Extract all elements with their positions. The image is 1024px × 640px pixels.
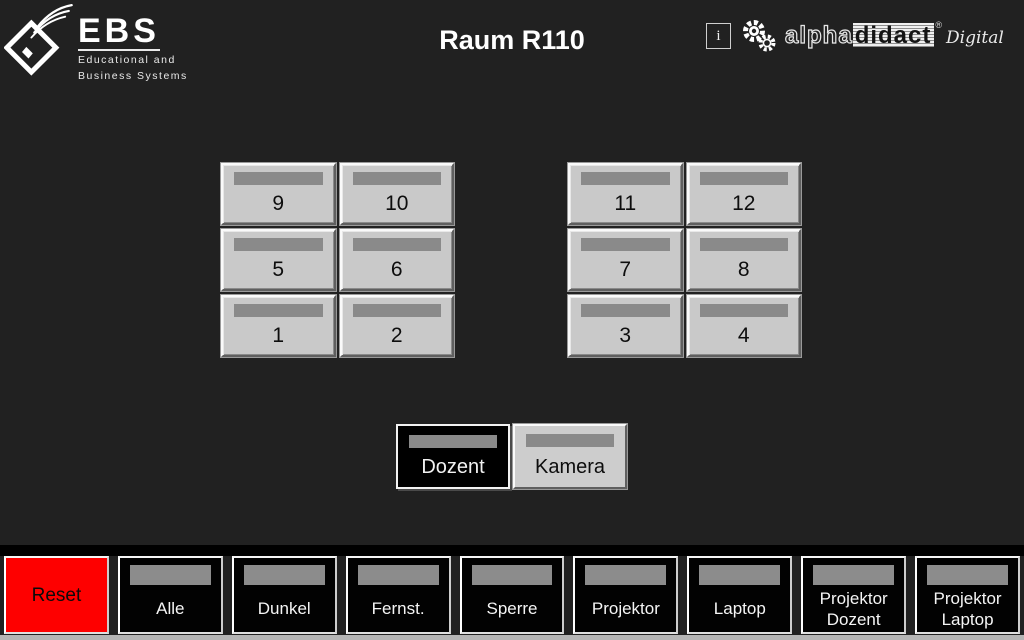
reset-button[interactable]: Reset bbox=[4, 556, 109, 634]
ebs-subtitle-line2: Business Systems bbox=[78, 70, 188, 82]
bottom-button-label: Sperre bbox=[486, 599, 538, 618]
seat-label: 8 bbox=[737, 258, 750, 281]
bottom-bar-top-band bbox=[0, 545, 1024, 556]
seat-label: 12 bbox=[732, 192, 756, 215]
seat-grid-right: 11 12 7 8 3 4 bbox=[568, 163, 801, 357]
indicator-bar bbox=[234, 172, 323, 185]
indicator-bar bbox=[471, 565, 553, 585]
indicator-bar bbox=[243, 565, 325, 585]
bottom-button-projektor-laptop[interactable]: Projektor Laptop bbox=[915, 556, 1021, 634]
indicator-bar bbox=[585, 565, 667, 585]
bottom-button-projektor[interactable]: Projektor bbox=[573, 556, 679, 634]
seat-label: 2 bbox=[390, 324, 403, 347]
dozent-label: Dozent bbox=[421, 456, 485, 478]
indicator-bar bbox=[357, 565, 439, 585]
dozent-button[interactable]: Dozent bbox=[396, 424, 510, 489]
ebs-wordmark: EBS bbox=[78, 12, 160, 51]
indicator-bar bbox=[699, 172, 788, 185]
settings-gears-icon[interactable] bbox=[739, 18, 779, 54]
indicator-bar bbox=[699, 238, 788, 251]
bottom-button-label: Projektor bbox=[591, 599, 660, 618]
seat-label: 4 bbox=[737, 324, 750, 347]
ebs-subtitle-line1: Educational and bbox=[78, 54, 176, 66]
kamera-label: Kamera bbox=[534, 455, 606, 478]
indicator-bar bbox=[927, 565, 1009, 585]
seat-button-4[interactable]: 4 bbox=[686, 295, 801, 357]
bottom-button-laptop[interactable]: Laptop bbox=[687, 556, 793, 634]
seat-label: 6 bbox=[390, 258, 403, 281]
indicator-bar bbox=[409, 435, 497, 448]
indicator-bar bbox=[234, 304, 323, 317]
kamera-button[interactable]: Kamera bbox=[513, 424, 627, 489]
seat-button-7[interactable]: 7 bbox=[568, 229, 683, 291]
alphadidact-didact: didact bbox=[852, 23, 935, 48]
bottom-bar-base bbox=[0, 635, 1024, 640]
bottom-button-label: Laptop bbox=[713, 599, 766, 618]
indicator-bar bbox=[581, 172, 670, 185]
bottom-button-label: Projektor Laptop bbox=[933, 588, 1002, 629]
registered-mark: ® bbox=[935, 20, 943, 30]
seat-button-6[interactable]: 6 bbox=[339, 229, 454, 291]
seat-button-3[interactable]: 3 bbox=[568, 295, 683, 357]
indicator-bar bbox=[352, 172, 441, 185]
indicator-bar bbox=[352, 304, 441, 317]
seat-button-8[interactable]: 8 bbox=[686, 229, 801, 291]
seat-label: 1 bbox=[272, 324, 285, 347]
seat-label: 10 bbox=[385, 192, 409, 215]
seat-grid-left: 9 10 5 6 1 2 bbox=[221, 163, 454, 357]
alphadidact-digital: Digital bbox=[946, 28, 1004, 48]
alphadidact-alpha: alpha bbox=[784, 21, 853, 49]
indicator-bar bbox=[581, 238, 670, 251]
bottom-bar: Reset Alle Dunkel Fernst. Sperre Projekt… bbox=[0, 556, 1024, 634]
indicator-bar bbox=[526, 434, 614, 447]
bottom-button-label: Dunkel bbox=[257, 599, 311, 618]
indicator-bar bbox=[352, 238, 441, 251]
bottom-button-label: Projektor Dozent bbox=[819, 588, 888, 629]
indicator-bar bbox=[234, 238, 323, 251]
seat-label: 7 bbox=[619, 258, 632, 281]
indicator-bar bbox=[699, 565, 781, 585]
seat-label: 5 bbox=[272, 258, 285, 281]
ebs-diamond-icon bbox=[4, 4, 73, 76]
bottom-button-alle[interactable]: Alle bbox=[117, 556, 223, 634]
bottom-button-label: Alle bbox=[156, 599, 185, 618]
seat-button-2[interactable]: 2 bbox=[339, 295, 454, 357]
bottom-button-label: Fernst. bbox=[371, 599, 425, 618]
indicator-bar bbox=[813, 565, 895, 585]
seat-button-1[interactable]: 1 bbox=[221, 295, 336, 357]
seat-button-10[interactable]: 10 bbox=[339, 163, 454, 225]
seat-button-11[interactable]: 11 bbox=[568, 163, 683, 225]
seat-label: 11 bbox=[614, 192, 637, 215]
bottom-button-projektor-dozent[interactable]: Projektor Dozent bbox=[801, 556, 907, 634]
ebs-logo: EBS Educational and Business Systems bbox=[4, 2, 188, 83]
info-button[interactable]: i bbox=[706, 23, 731, 49]
bottom-button-dunkel[interactable]: Dunkel bbox=[231, 556, 337, 634]
seat-button-5[interactable]: 5 bbox=[221, 229, 336, 291]
seat-button-12[interactable]: 12 bbox=[686, 163, 801, 225]
bottom-button-sperre[interactable]: Sperre bbox=[459, 556, 565, 634]
bottom-button-fernst[interactable]: Fernst. bbox=[345, 556, 451, 634]
seat-label: 9 bbox=[272, 192, 285, 215]
indicator-bar bbox=[699, 304, 788, 317]
seat-label: 3 bbox=[619, 324, 632, 347]
indicator-bar bbox=[129, 565, 211, 585]
page-title: Raum R110 bbox=[439, 25, 585, 55]
seat-button-9[interactable]: 9 bbox=[221, 163, 336, 225]
reset-label: Reset bbox=[31, 584, 82, 606]
indicator-bar bbox=[581, 304, 670, 317]
